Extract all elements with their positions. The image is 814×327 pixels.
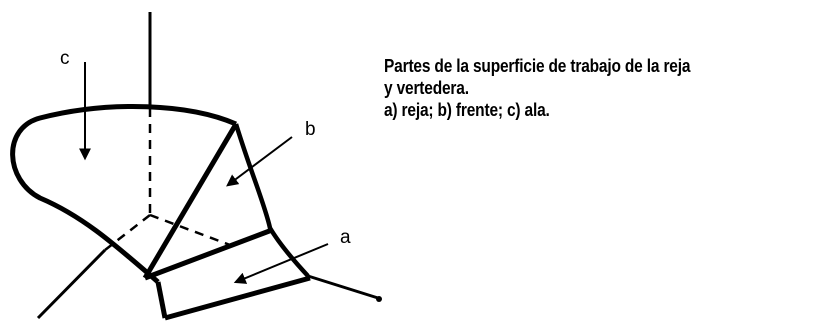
front-edge — [142, 122, 239, 280]
share-top-edge — [144, 227, 273, 281]
caption-line-2: y vertedera. — [384, 78, 469, 98]
extension-line — [307, 274, 379, 300]
arrow-b — [226, 136, 293, 187]
label-c: c — [60, 48, 70, 69]
arrow-a — [233, 243, 329, 284]
figure-caption: Partes de la superficie de trabajo de la… — [384, 55, 750, 121]
label-b: b — [305, 119, 316, 140]
wing-outline — [10, 104, 237, 284]
share-left-edge — [155, 281, 168, 319]
diagonal-axis — [36, 248, 107, 320]
caption-line-1: Partes de la superficie de trabajo de la… — [384, 56, 691, 76]
label-a: a — [340, 227, 351, 248]
hidden-edge-right — [149, 213, 231, 247]
share-bottom-edge — [164, 275, 311, 321]
caption-line-3: a) reja; b) frente; c) ala. — [384, 100, 550, 120]
front-right-edge — [233, 123, 310, 278]
extension-point — [376, 296, 382, 302]
